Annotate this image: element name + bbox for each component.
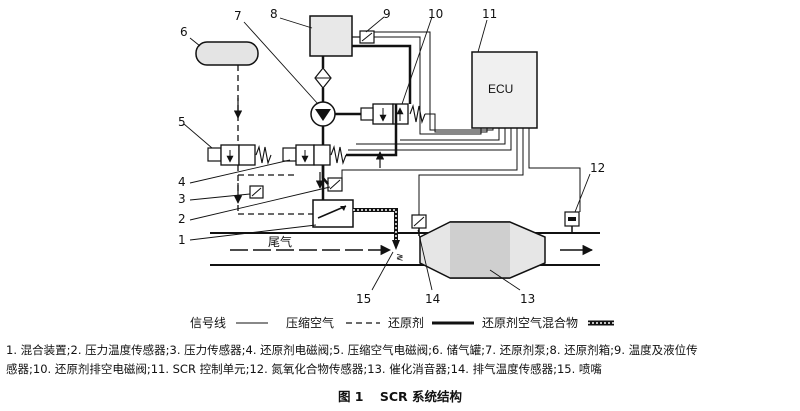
scr-system-diagram: 尾气 [178, 7, 614, 330]
exhaust-label: 尾气 [268, 234, 292, 249]
caption-line-1: 1. 混合装置;2. 压力温度传感器;3. 压力传感器;4. 还原剂电磁阀;5.… [6, 343, 698, 357]
nox-sensor [564, 211, 580, 233]
label-5: 5 [178, 115, 186, 129]
temp-level-sensor [359, 30, 375, 44]
nozzle [392, 240, 400, 250]
leader-lines [183, 16, 591, 291]
mixture-line [353, 208, 398, 240]
label-14: 14 [425, 292, 440, 306]
legend-reductant-label: 还原剂 [388, 315, 424, 330]
nozzle-spray-icon: ≷ [396, 253, 404, 263]
air-storage-tank [195, 41, 259, 66]
label-12: 12 [590, 161, 605, 175]
label-9: 9 [383, 7, 391, 21]
label-1: 1 [178, 233, 186, 247]
signal-lines [341, 31, 581, 215]
legend-air-label: 压缩空气 [286, 315, 334, 330]
reductant-drain-valve [360, 103, 426, 125]
ecu-label: ECU [488, 82, 513, 96]
legend-signal-label: 信号线 [190, 316, 226, 330]
label-11: 11 [482, 7, 497, 21]
air-solenoid-valve [207, 144, 272, 166]
reductant-lines [321, 44, 412, 200]
figure-title-text: SCR 系统结构 [379, 389, 463, 404]
legend: 信号线 压缩空气 还原剂 还原剂空气混合物 [190, 315, 614, 330]
figure-caption: 1. 混合装置;2. 压力温度传感器;3. 压力传感器;4. 还原剂电磁阀;5.… [6, 341, 796, 379]
figure-title: 图 1 SCR 系统结构 [0, 386, 800, 405]
label-2: 2 [178, 212, 186, 226]
mixing-device [312, 199, 354, 228]
reductant-tank [309, 15, 353, 57]
pump-triangle-icon [315, 109, 331, 121]
reductant-solenoid-valve [282, 144, 347, 166]
pressure-sensor [249, 185, 264, 199]
pressure-temp-sensor [327, 177, 343, 192]
figure-number: 图 1 [337, 389, 364, 404]
caption-line-2: 感器;10. 还原剂排空电磁阀;11. SCR 控制单元;12. 氮氧化合物传感… [6, 362, 602, 376]
label-15: 15 [356, 292, 371, 306]
label-13: 13 [520, 292, 535, 306]
label-8: 8 [270, 7, 278, 21]
label-3: 3 [178, 192, 186, 206]
label-4: 4 [178, 175, 186, 189]
label-7: 7 [234, 9, 242, 23]
compressed-air-lines [237, 65, 313, 215]
label-10: 10 [428, 7, 443, 21]
legend-mixture-label: 还原剂空气混合物 [482, 315, 578, 330]
catalytic-muffler [419, 221, 546, 279]
scr-control-unit [471, 51, 538, 129]
label-6: 6 [180, 25, 188, 39]
